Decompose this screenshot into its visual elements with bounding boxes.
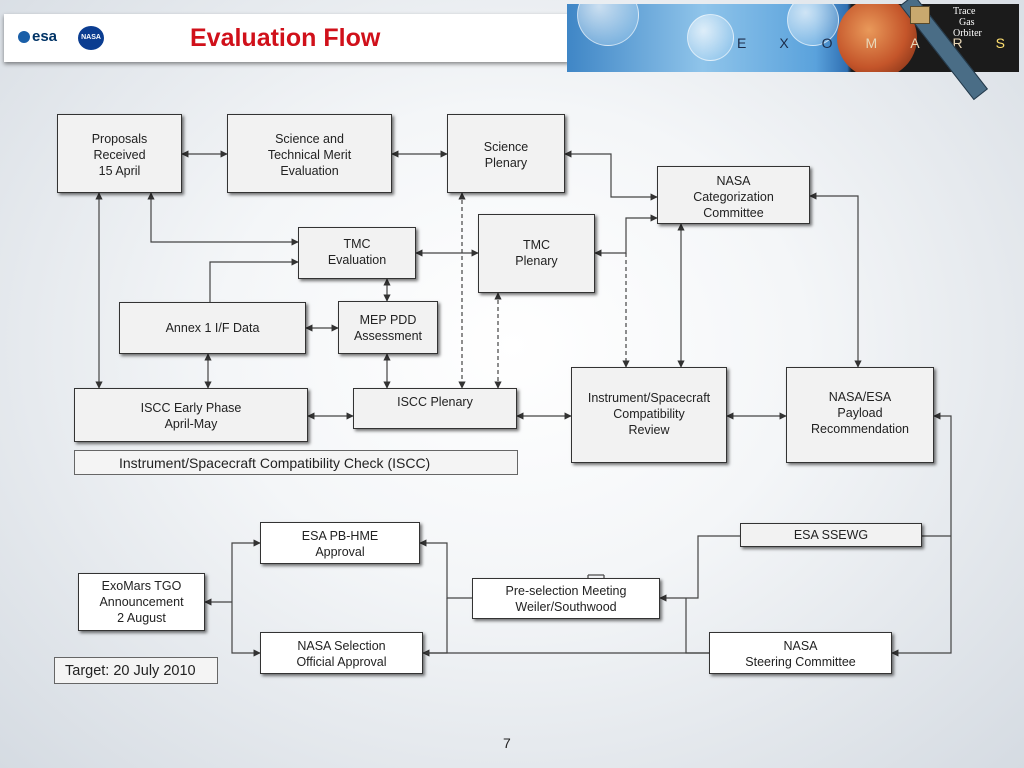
annex-data-box: Annex 1 I/F Data bbox=[119, 302, 306, 354]
exomars-announcement-box: ExoMars TGO Announcement 2 August bbox=[78, 573, 205, 631]
iscc-plenary-box: ISCC Plenary bbox=[353, 388, 517, 429]
payload-recommendation-box: NASA/ESA Payload Recommendation bbox=[786, 367, 934, 463]
bubble-icon bbox=[787, 4, 839, 46]
bubble-icon bbox=[687, 14, 734, 61]
proposals-received-box: Proposals Received 15 April bbox=[57, 114, 182, 193]
science-plenary-box: Science Plenary bbox=[447, 114, 565, 193]
iscc-label: Instrument/Spacecraft Compatibility Chec… bbox=[74, 450, 518, 475]
header-bar: esa NASA Evaluation Flow bbox=[4, 14, 569, 62]
satellite-body-icon bbox=[910, 6, 930, 24]
esa-logo: esa bbox=[18, 28, 57, 45]
compatibility-review-box: Instrument/Spacecraft Compatibility Revi… bbox=[571, 367, 727, 463]
nasa-selection-box: NASA Selection Official Approval bbox=[260, 632, 423, 674]
page-number: 7 bbox=[503, 735, 511, 751]
tmc-plenary-box: TMC Plenary bbox=[478, 214, 595, 293]
nasa-categorization-box: NASA Categorization Committee bbox=[657, 166, 810, 224]
mep-pdd-box: MEP PDD Assessment bbox=[338, 301, 438, 354]
esa-pb-hme-box: ESA PB-HME Approval bbox=[260, 522, 420, 564]
preselection-meeting-box: Pre-selection Meeting Weiler/Southwood bbox=[472, 578, 660, 619]
mars-planet-icon bbox=[837, 4, 917, 72]
science-technical-evaluation-box: Science and Technical Merit Evaluation bbox=[227, 114, 392, 193]
nasa-steering-box: NASA Steering Committee bbox=[709, 632, 892, 674]
exomars-banner: E X O M A R S Trace Gas Orbiter bbox=[567, 4, 1019, 72]
exomars-letters: E X O M A R S bbox=[737, 35, 1007, 51]
iscc-early-phase-box: ISCC Early Phase April-May bbox=[74, 388, 308, 442]
tmc-evaluation-box: TMC Evaluation bbox=[298, 227, 416, 279]
target-date-label: Target: 20 July 2010 bbox=[54, 657, 218, 684]
tgo-logo: Trace Gas Orbiter bbox=[953, 6, 982, 39]
esa-logo-icon bbox=[18, 31, 30, 43]
esa-ssewg-box: ESA SSEWG bbox=[740, 523, 922, 547]
page-title: Evaluation Flow bbox=[190, 24, 381, 52]
nasa-logo: NASA bbox=[78, 26, 104, 50]
